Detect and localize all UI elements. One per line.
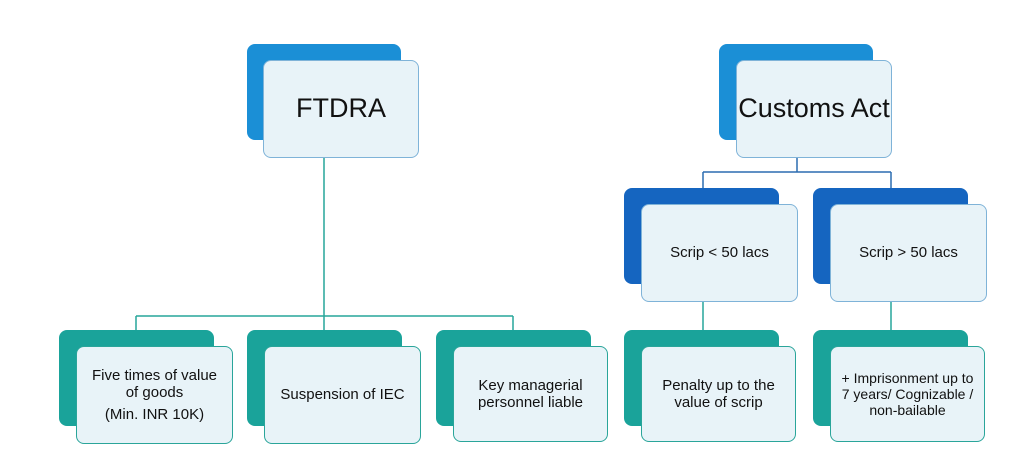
leaf-five-times-min: (Min. INR 10K) [104,405,205,423]
scrip-under-50-label: Scrip < 50 lacs [641,204,798,302]
leaf-suspension-text: Suspension of IEC [264,346,421,444]
leaf-imprisonment-text: + Imprisonment up to 7 years/ Cognizable… [830,346,985,442]
leaf-penalty-text: Penalty up to the value of scrip [641,346,796,442]
customs-act-title: Customs Act [736,60,892,158]
leaf-five-times-text: Five times of value of goods [91,367,218,402]
ftdra-title: FTDRA [263,60,419,158]
scrip-over-50-label: Scrip > 50 lacs [830,204,987,302]
leaf-key-personnel-text: Key managerial personnel liable [453,346,608,442]
